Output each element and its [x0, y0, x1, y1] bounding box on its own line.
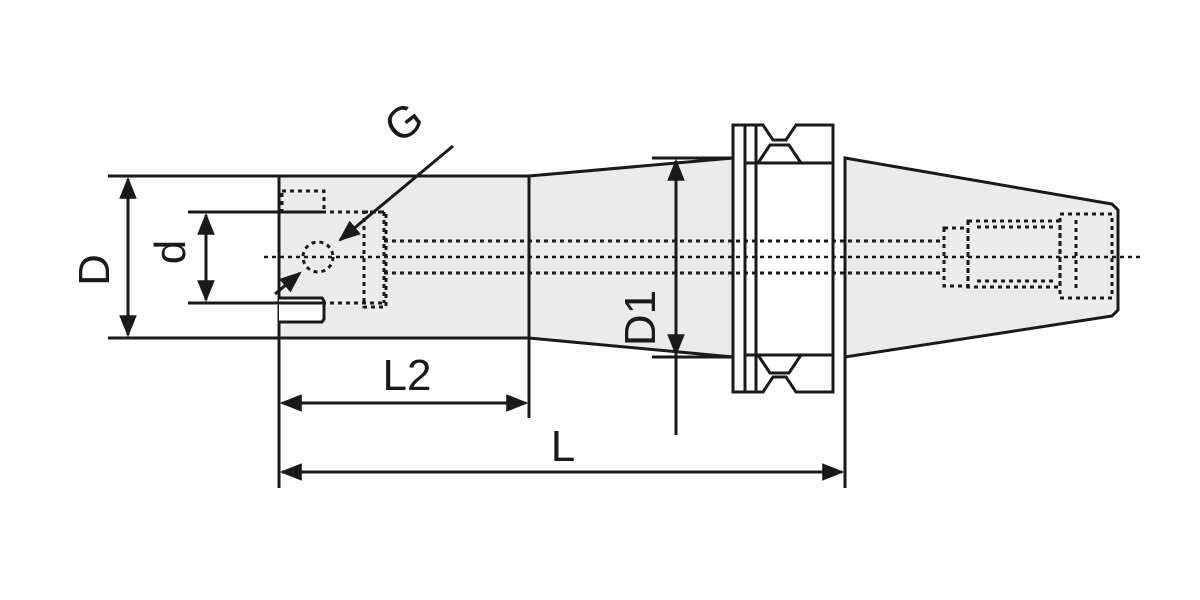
label-L: L	[551, 422, 575, 471]
dim-G-leader	[338, 144, 454, 242]
label-L2: L2	[383, 351, 432, 400]
label-D1: D1	[616, 290, 665, 346]
extension-lines	[108, 156, 847, 488]
label-d: d	[146, 240, 195, 264]
label-G: G	[376, 93, 433, 153]
dimension-lines	[119, 144, 845, 481]
rear-taper	[843, 156, 1120, 359]
label-D: D	[70, 254, 119, 286]
flange	[731, 123, 835, 394]
